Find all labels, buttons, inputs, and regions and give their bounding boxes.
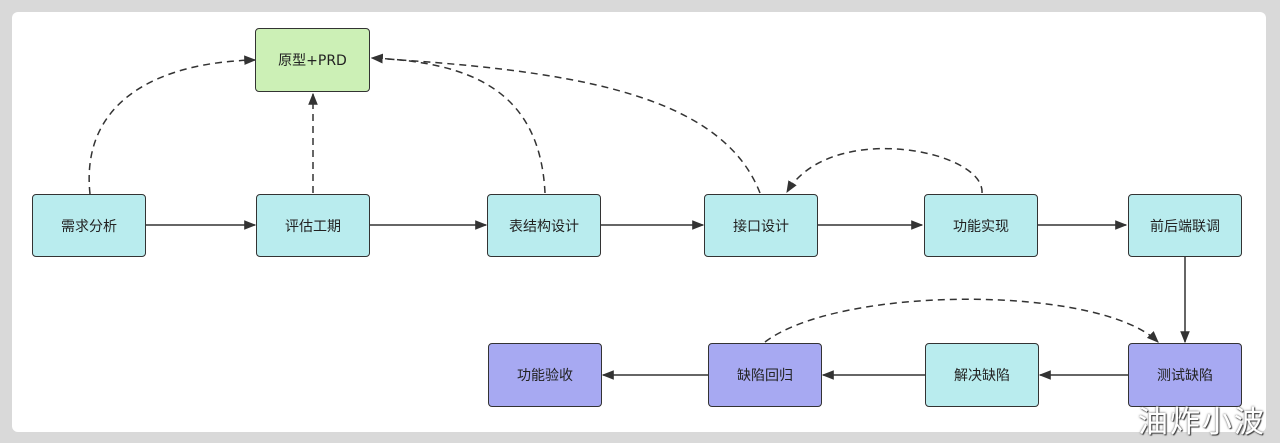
dashed-arrow-requirements-to-prototype [88, 55, 257, 195]
node-prototype-prd: 原型+PRD [255, 28, 370, 92]
node-requirements-analysis: 需求分析 [32, 194, 146, 257]
node-table-schema-design: 表结构设计 [487, 194, 601, 257]
node-feature-acceptance: 功能验收 [488, 343, 602, 407]
dashed-arrow-implement-to-api [786, 147, 983, 194]
dashed-arrow-regression-to-test [764, 298, 1159, 343]
watermark-text: 油炸小波 [1138, 405, 1266, 440]
node-api-design: 接口设计 [704, 194, 818, 257]
dashed-arrow-schema-to-prototype [370, 53, 546, 194]
node-defect-regression: 缺陷回归 [708, 343, 822, 407]
node-estimate-schedule: 评估工期 [256, 194, 370, 257]
dashed-arrow-api-to-prototype [370, 53, 761, 194]
node-test-defects: 测试缺陷 [1128, 343, 1242, 407]
node-fix-defects: 解决缺陷 [925, 343, 1039, 407]
node-feature-implementation: 功能实现 [924, 194, 1038, 257]
diagram-canvas [12, 12, 1266, 432]
node-frontend-backend-integration: 前后端联调 [1128, 194, 1242, 257]
